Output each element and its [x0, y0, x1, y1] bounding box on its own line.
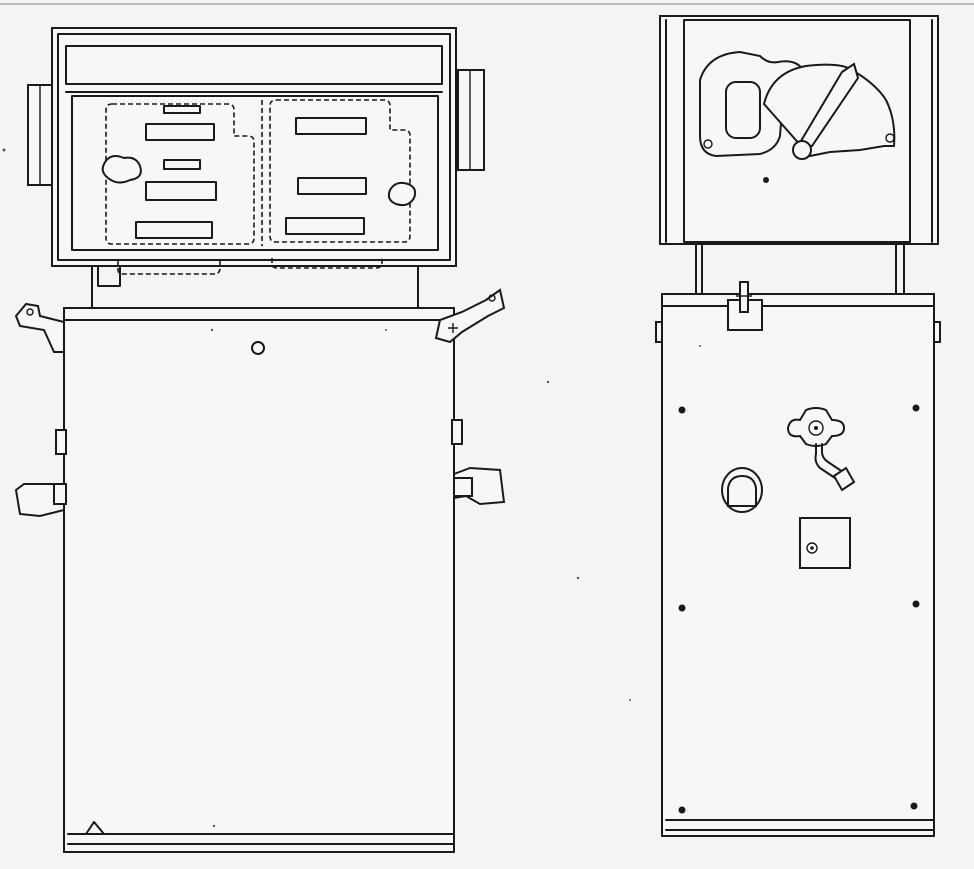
right-reset-knob [387, 181, 417, 207]
right-digit-window-3 [285, 217, 365, 235]
front-right-side-latch [451, 419, 463, 445]
left-digit-window-small-top [163, 105, 201, 114]
side-top-latch [727, 281, 763, 331]
side-view [655, 15, 941, 837]
side-head [659, 15, 939, 245]
scan-noise [2, 148, 701, 828]
left-top-bracket [14, 302, 65, 353]
bolt [912, 600, 920, 608]
left-digit-window-3 [135, 221, 213, 239]
left-register-outline [105, 103, 255, 245]
side-inspection-port [721, 467, 763, 513]
side-neck [695, 243, 905, 295]
left-reset-knob [101, 155, 142, 184]
left-digit-window-2 [145, 181, 217, 201]
right-top-bracket [434, 288, 506, 344]
side-access-plate [799, 517, 851, 569]
bolt [678, 806, 686, 814]
meter-window [725, 81, 761, 139]
bolt [910, 802, 918, 810]
side-valve [786, 407, 856, 492]
side-cabinet [655, 281, 941, 837]
right-hose-fitting [453, 466, 506, 506]
right-register-outline [269, 99, 411, 243]
right-digit-window-2 [297, 177, 367, 195]
front-view [14, 27, 506, 853]
bolt [912, 404, 920, 412]
left-digit-window-1 [145, 123, 215, 141]
front-cabinet [63, 307, 455, 853]
head-left-handle [27, 84, 53, 186]
front-left-side-latch [55, 429, 67, 455]
bolt [678, 604, 686, 612]
head-right-handle [457, 69, 485, 171]
display-head [51, 27, 457, 267]
left-digit-window-small-mid [163, 159, 201, 170]
display-top-bar [65, 45, 443, 85]
bolt [678, 406, 686, 414]
right-digit-window-1 [295, 117, 367, 135]
display-window [71, 95, 439, 251]
left-hose-fitting [14, 483, 67, 518]
meter-pivot [792, 140, 812, 160]
front-cabinet-body [63, 307, 455, 853]
front-cabinet-lock [251, 341, 265, 355]
side-cabinet-body [661, 293, 935, 837]
